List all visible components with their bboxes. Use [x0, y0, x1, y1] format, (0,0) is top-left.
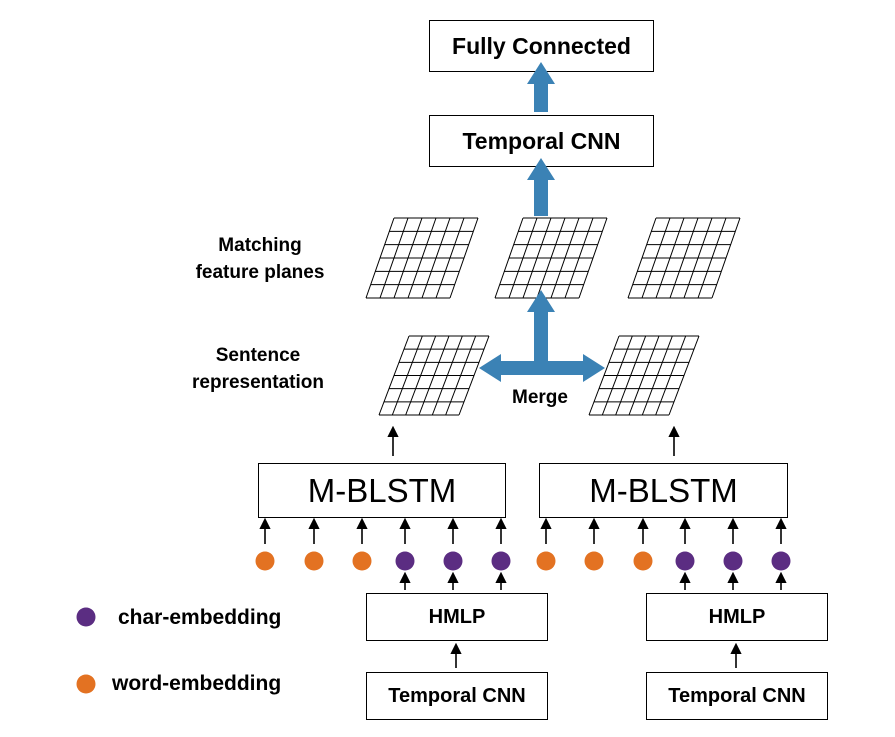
char-embedding-dot-10	[675, 551, 695, 571]
sentence-plane-right	[588, 335, 700, 416]
temporal-cnn-left-box: Temporal CNN	[366, 672, 548, 720]
embedding-dots	[76, 551, 791, 694]
mblstm-right-label: M-BLSTM	[589, 471, 738, 509]
sentence-plane-left	[378, 335, 490, 416]
hmlp-right-box: HMLP	[646, 593, 828, 641]
hmlp-left-label: HMLP	[428, 605, 486, 628]
mblstm-left-label: M-BLSTM	[307, 471, 457, 509]
temporal-cnn-right-label: Temporal CNN	[668, 684, 806, 707]
char-embedding-dot-6	[491, 551, 511, 571]
small-arrows	[259, 425, 787, 668]
word-embedding-dot-7	[536, 551, 556, 571]
temporal-cnn-top-label: Temporal CNN	[462, 127, 621, 154]
sentence-representation-label: Sentence representation	[158, 342, 358, 396]
mblstm-right-box: M-BLSTM	[539, 463, 788, 518]
word-embedding-dot-8	[584, 551, 604, 571]
fully-connected-label: Fully Connected	[452, 32, 631, 59]
char-embedding-dot-4	[395, 551, 415, 571]
word-embedding-dot-1	[255, 551, 275, 571]
matching-feature-planes-label: Matching feature planes	[160, 232, 360, 286]
arrow-to-temporal-cnn	[527, 158, 555, 216]
merge-arrow	[479, 354, 605, 382]
char-embedding-dot-12	[771, 551, 791, 571]
matching-label-line2: feature planes	[195, 262, 325, 283]
arrow-merge-up	[527, 290, 555, 368]
legend-char-label: char-embedding	[118, 606, 282, 629]
word-embedding-dot-9	[633, 551, 653, 571]
word-embedding-dot-2	[304, 551, 324, 571]
legend-word-dot	[76, 674, 96, 694]
legend-char-dot	[76, 607, 96, 627]
temporal-cnn-left-label: Temporal CNN	[388, 684, 526, 707]
matching-plane-2	[494, 217, 608, 299]
hmlp-right-label: HMLP	[708, 605, 766, 628]
hmlp-left-box: HMLP	[366, 593, 548, 641]
sentence-label-line1: Sentence	[215, 345, 301, 366]
sentence-label-line2: representation	[192, 372, 324, 393]
word-embedding-dot-3	[352, 551, 372, 571]
grid-planes	[365, 217, 741, 416]
mblstm-left-box: M-BLSTM	[258, 463, 506, 518]
matching-plane-3	[627, 217, 741, 299]
legend-word-label: word-embedding	[112, 672, 282, 695]
char-embedding-dot-5	[443, 551, 463, 571]
big-arrows	[479, 62, 605, 382]
matching-plane-1	[365, 217, 479, 299]
arrow-to-fully-connected	[527, 62, 555, 112]
temporal-cnn-right-box: Temporal CNN	[646, 672, 828, 720]
merge-label: Merge	[512, 387, 568, 408]
char-embedding-dot-11	[723, 551, 743, 571]
matching-label-line1: Matching	[218, 235, 302, 256]
